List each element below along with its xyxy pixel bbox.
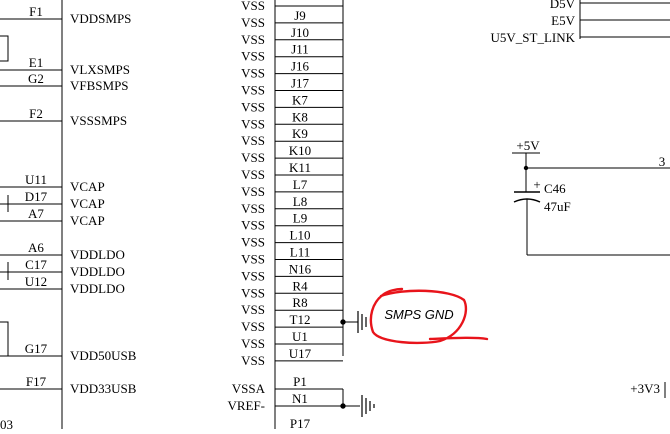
right-pin-number: R4 <box>292 278 308 293</box>
ground-symbol-smps <box>357 311 367 333</box>
right-pin-number: J11 <box>291 42 309 57</box>
right-pin-number: N1 <box>292 391 308 406</box>
right-pin-number: R8 <box>292 295 307 310</box>
right-pin-number: P17 <box>290 416 311 429</box>
right-pin-signal: VSS <box>241 15 265 30</box>
capacitor-value: 47uF <box>544 199 571 214</box>
right-pin-signal: VSS <box>241 116 265 131</box>
plus5v-label: +5V <box>516 138 540 153</box>
right-pin-number: K8 <box>292 109 308 124</box>
right-pin-signal: VSS <box>241 235 265 250</box>
vss-bus <box>340 0 358 356</box>
net-label: D5V <box>550 0 576 11</box>
left-pin-number: G2 <box>28 71 44 86</box>
annotation-label: SMPS GND <box>384 307 453 322</box>
vssa-net <box>340 389 360 409</box>
right-pin-signal: VSS <box>241 201 265 216</box>
right-pin-signal: VSS <box>241 32 265 47</box>
left-pin-number: E1 <box>29 55 43 70</box>
net-label-group: D5V E5V U5V_ST_LINK <box>491 0 576 45</box>
left-pin-number: A6 <box>28 240 44 255</box>
right-pin-number: U17 <box>289 346 312 361</box>
right-pin-signal: VSS <box>241 133 265 148</box>
left-pin-signal: VSSSMPS <box>70 113 127 128</box>
right-pin-signal: VSS <box>241 66 265 81</box>
right-pin-signal: VSS <box>241 0 265 13</box>
left-pin-signal: VLXSMPS <box>70 62 130 77</box>
edge-fragment-label: 03 <box>0 417 13 429</box>
right-pin-number: K11 <box>289 160 311 175</box>
right-pin-number: L8 <box>293 194 307 209</box>
right-pin-number: J9 <box>294 8 306 23</box>
annotation-ellipse <box>369 287 489 345</box>
left-pin-signal: VDDLDO <box>70 281 125 296</box>
smps-gnd-annotation: SMPS GND <box>369 287 489 345</box>
right-pin-signal: VSS <box>241 150 265 165</box>
right-pin-signal: VSSA <box>232 381 266 396</box>
right-pin-signal: VSS <box>241 285 265 300</box>
right-pin-signal: VSS <box>241 353 265 368</box>
right-pin-number: K10 <box>289 143 311 158</box>
right-pin-signal: VSS <box>241 319 265 334</box>
left-pin-number: F17 <box>26 374 47 389</box>
right-pin-signal: VREF- <box>227 398 265 413</box>
right-pin-number: P1 <box>293 374 307 389</box>
right-pin-number: L9 <box>293 211 307 226</box>
left-pin-number: F1 <box>29 4 43 19</box>
right-pin-signal: VSS <box>241 336 265 351</box>
left-pin-number: U11 <box>25 172 47 187</box>
right-pin-signal: VSS <box>241 252 265 267</box>
right-pin-signal: VSS <box>241 99 265 114</box>
left-pin-number: D17 <box>25 189 48 204</box>
capacitor-polarity: + <box>533 177 540 192</box>
right-pin-signal: VSS <box>241 218 265 233</box>
net-label: E5V <box>551 13 575 28</box>
left-pin-signal: VDDLDO <box>70 247 125 262</box>
left-wiring <box>0 35 9 357</box>
right-pin-number: K7 <box>292 92 308 107</box>
mcu-body <box>61 0 276 429</box>
plus3v3-label: +3V3 <box>630 381 660 396</box>
right-pin-signal: VSS <box>241 83 265 98</box>
wire-label: 3 <box>659 154 666 169</box>
left-pin-signal: VDD50USB <box>70 348 137 363</box>
net-bus <box>579 0 670 39</box>
right-pin-number: J16 <box>291 59 310 74</box>
left-pin-signal: VCAP <box>70 196 105 211</box>
left-pin-signal: VDD33USB <box>70 381 137 396</box>
right-pin-number: N16 <box>289 261 312 276</box>
right-pin-signal: VSS <box>241 49 265 64</box>
left-pin-signal: VDDLDO <box>70 264 125 279</box>
plus3v3-net: +3V3 <box>630 381 666 398</box>
right-pin-number: L10 <box>290 228 311 243</box>
left-pin-number: G17 <box>25 341 48 356</box>
left-pin-signal: VFBSMPS <box>70 78 129 93</box>
left-pin-number: U12 <box>25 274 47 289</box>
left-pin-signal: VCAP <box>70 179 105 194</box>
right-pin-signal: VSS <box>241 268 265 283</box>
left-pin-signal: VCAP <box>70 213 105 228</box>
left-pin-number: A7 <box>28 206 44 221</box>
right-pin-number: J17 <box>291 76 310 91</box>
right-pin-number: L7 <box>293 177 308 192</box>
right-pin-signal: VSS <box>241 167 265 182</box>
capacitor-ref: C46 <box>544 181 566 196</box>
right-pin-number: T12 <box>290 312 311 327</box>
ground-symbol-analog <box>361 395 375 417</box>
right-pin-number: L11 <box>290 245 310 260</box>
left-pin-number: F2 <box>29 106 43 121</box>
right-pin-signal: VSS <box>241 302 265 317</box>
net-label: U5V_ST_LINK <box>491 30 576 45</box>
right-pin-signal: VSS <box>241 184 265 199</box>
left-pin-number: C17 <box>25 257 47 272</box>
right-pin-number: J10 <box>291 25 309 40</box>
capacitor-section: +5V 3 + C46 47uF <box>512 138 670 256</box>
right-pin-number: U1 <box>292 329 308 344</box>
right-pin-number: K9 <box>292 126 308 141</box>
left-pin-signal: VDDSMPS <box>70 11 131 26</box>
